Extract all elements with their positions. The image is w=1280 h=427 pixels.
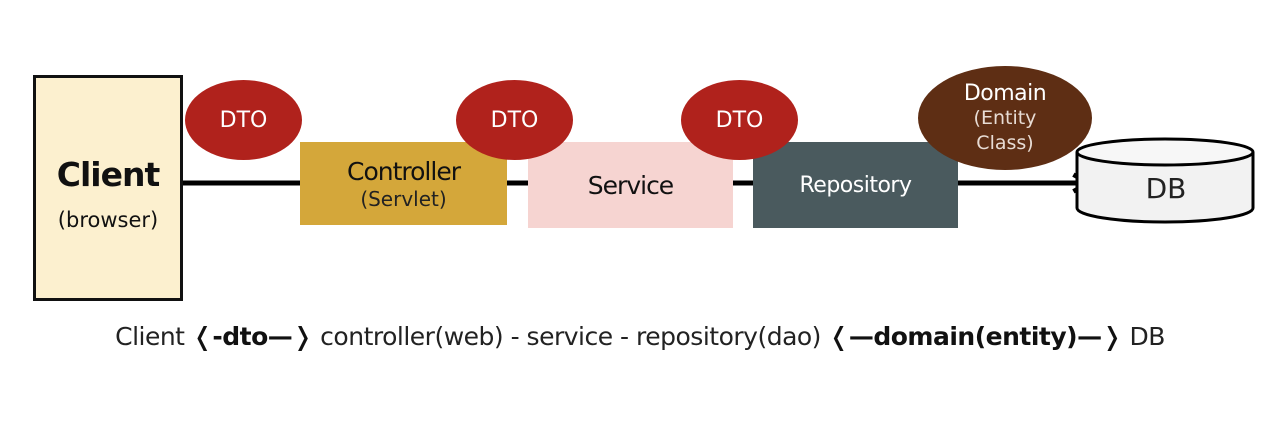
dto-bubble: DTO	[456, 80, 573, 160]
dto-bubble: DTO	[681, 80, 798, 160]
caption-dto-link: ❬-dto—❭	[191, 322, 313, 351]
client-subtitle: (browser)	[57, 207, 159, 232]
caption-db: DB	[1122, 322, 1165, 351]
service-node: Service	[528, 142, 733, 228]
service-title: Service	[587, 170, 674, 200]
domain-title: Domain	[963, 80, 1047, 106]
controller-subtitle: (Servlet)	[360, 186, 447, 211]
controller-title: Controller	[347, 156, 461, 186]
dto-bubble: DTO	[185, 80, 302, 160]
database-cylinder-icon	[1075, 137, 1255, 224]
domain-subtitle-line1: (Entity	[973, 106, 1037, 129]
repository-node: Repository	[753, 142, 958, 228]
domain-bubble: Domain (Entity Class)	[918, 66, 1092, 170]
caption-domain-link: ❬—domain(entity)—❭	[828, 322, 1123, 351]
controller-node: Controller (Servlet)	[300, 142, 507, 225]
client-title: Client	[56, 154, 160, 194]
caption-client: Client	[115, 322, 192, 351]
repository-title: Repository	[799, 172, 912, 198]
caption-layers: controller(web) - service - repository(d…	[312, 322, 829, 351]
diagram-caption: Client ❬-dto—❭ controller(web) - service…	[0, 322, 1280, 351]
db-label: DB	[1145, 172, 1187, 205]
domain-subtitle-line2: Class)	[976, 131, 1034, 154]
client-node: Client (browser)	[33, 75, 183, 301]
